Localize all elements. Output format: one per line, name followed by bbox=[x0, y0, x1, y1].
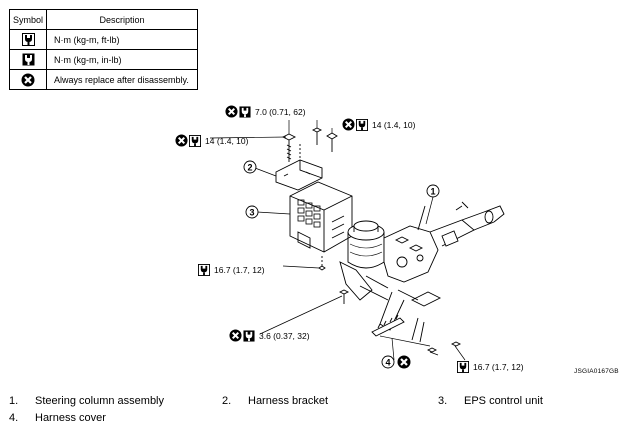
steering-column-exploded-diagram: 1 2 3 4 bbox=[209, 120, 505, 369]
replace-part-icon bbox=[225, 105, 238, 118]
part-item: 3. EPS control unit bbox=[438, 395, 543, 407]
replace-part-icon bbox=[21, 73, 35, 86]
torque-value: 16.7 (1.7, 12) bbox=[473, 362, 524, 372]
torque-value: 7.0 (0.71, 62) bbox=[255, 106, 306, 117]
part-number: 3. bbox=[438, 395, 448, 407]
part-name: EPS control unit bbox=[464, 395, 543, 407]
symbol-legend-table: Symbol Description N·m (kg-m, ft-lb) N·m… bbox=[9, 9, 198, 90]
callout-2: 2 bbox=[247, 163, 252, 173]
bolt-harness-bracket bbox=[281, 133, 297, 162]
torque-label: 14 (1.4, 10) bbox=[175, 134, 248, 147]
torque-wrench-in-lb-icon bbox=[239, 105, 251, 118]
callout-4: 4 bbox=[385, 358, 390, 368]
torque-value: 16.7 (1.7, 12) bbox=[214, 265, 265, 275]
torque-label: 16.7 (1.7, 12) bbox=[198, 264, 265, 276]
part-name: Steering column assembly bbox=[35, 395, 165, 407]
legend-description: Always replace after disassembly. bbox=[46, 69, 198, 90]
part-item: 2. Harness bracket bbox=[222, 395, 328, 407]
torque-wrench-ft-lb-icon bbox=[189, 134, 201, 147]
legend-row: Always replace after disassembly. bbox=[9, 69, 198, 90]
torque-label: 14 (1.4, 10) bbox=[342, 118, 415, 131]
figure-reference-code: JSGIA0167GB bbox=[574, 368, 619, 375]
torque-value: 14 (1.4, 10) bbox=[205, 135, 249, 146]
torque-wrench-ft-lb-icon bbox=[21, 33, 35, 46]
torque-wrench-ft-lb-icon bbox=[356, 118, 368, 131]
torque-wrench-in-lb-icon bbox=[243, 329, 255, 342]
eps-control-unit bbox=[289, 181, 353, 253]
part-item: 1. Steering column assembly bbox=[9, 395, 164, 407]
part-number: 1. bbox=[9, 395, 19, 407]
legend-row: N·m (kg-m, in-lb) bbox=[9, 49, 198, 70]
legend-row: N·m (kg-m, ft-lb) bbox=[9, 29, 198, 50]
replace-part-icon bbox=[229, 329, 242, 342]
part-name: Harness cover bbox=[35, 412, 106, 424]
torque-label: 16.7 (1.7, 12) bbox=[457, 361, 524, 373]
column-housing bbox=[339, 225, 439, 301]
part-name: Harness bracket bbox=[248, 395, 329, 407]
torque-value: 14 (1.4, 10) bbox=[372, 119, 416, 130]
replace-part-icon bbox=[342, 118, 355, 131]
callout-circles bbox=[243, 160, 440, 369]
torque-label: 7.0 (0.71, 62) bbox=[225, 105, 306, 118]
torque-wrench-ft-lb-icon bbox=[198, 264, 210, 276]
replace-part-icon bbox=[397, 355, 411, 369]
callout-1: 1 bbox=[430, 187, 435, 197]
torque-label: 3.6 (0.37, 32) bbox=[229, 329, 310, 342]
torque-wrench-ft-lb-icon bbox=[457, 361, 469, 373]
part-number: 2. bbox=[222, 395, 232, 407]
torque-value: 3.6 (0.37, 32) bbox=[259, 330, 310, 341]
torque-wrench-in-lb-icon bbox=[22, 53, 34, 66]
part-number: 4. bbox=[9, 412, 19, 424]
replace-part-icon bbox=[175, 134, 188, 147]
bolt-eps-unit bbox=[311, 127, 338, 152]
harness-bracket bbox=[275, 159, 323, 191]
steering-shaft bbox=[397, 201, 505, 307]
assist-motor bbox=[347, 220, 385, 269]
harness-cover bbox=[371, 314, 405, 337]
callout-3: 3 bbox=[249, 208, 254, 218]
part-item: 4. Harness cover bbox=[9, 412, 106, 424]
